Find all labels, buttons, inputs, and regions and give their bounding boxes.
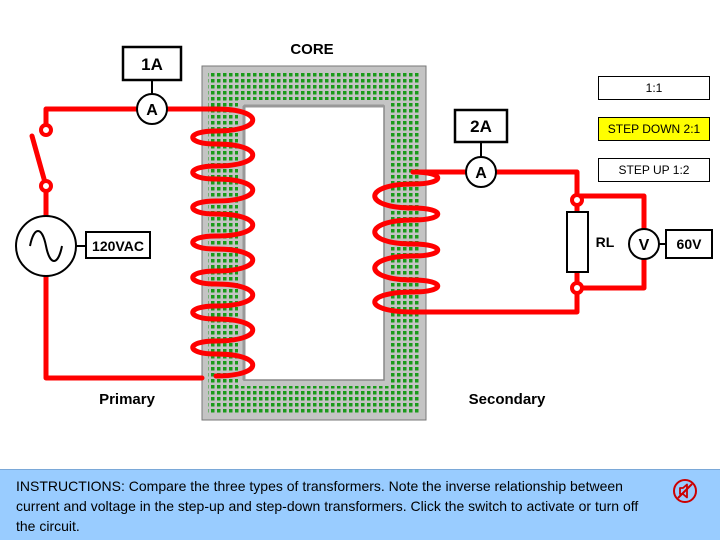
mode-button-step-up[interactable]: STEP UP 1:2: [598, 158, 710, 182]
instructions-text: INSTRUCTIONS: Compare the three types of…: [16, 478, 639, 534]
sine-wave-icon: [29, 230, 63, 262]
primary-ammeter-symbol: A: [146, 102, 158, 119]
load-resistor: RL: [566, 211, 615, 273]
mode-button-step-down[interactable]: STEP DOWN 2:1: [598, 117, 710, 141]
instructions-panel: INSTRUCTIONS: Compare the three types of…: [0, 469, 720, 540]
secondary-ammeter: 2A A: [453, 108, 509, 188]
primary-label: Primary: [99, 391, 156, 408]
secondary-junctions: [570, 193, 584, 295]
transformer-core: [201, 65, 427, 421]
sound-off-icon[interactable]: [672, 478, 698, 504]
secondary-ammeter-symbol: A: [475, 165, 487, 182]
voltmeter-symbol: V: [639, 237, 650, 254]
primary-current-reading: 1A: [141, 55, 163, 74]
primary-coil: [190, 106, 255, 379]
ac-source: 120VAC: [15, 215, 151, 277]
load-resistor-label: RL: [596, 234, 615, 250]
source-voltage-label: 120VAC: [92, 238, 144, 254]
mode-button-1-1[interactable]: 1:1: [598, 76, 710, 100]
primary-ammeter: 1A A: [121, 45, 183, 125]
secondary-current-reading: 2A: [470, 117, 492, 136]
secondary-coil: [372, 169, 440, 315]
voltage-reading: 60V: [677, 236, 703, 252]
secondary-label: Secondary: [469, 391, 546, 408]
circuit-switch[interactable]: [29, 123, 53, 193]
voltmeter: V 60V: [628, 228, 713, 260]
core-label: CORE: [290, 41, 333, 58]
